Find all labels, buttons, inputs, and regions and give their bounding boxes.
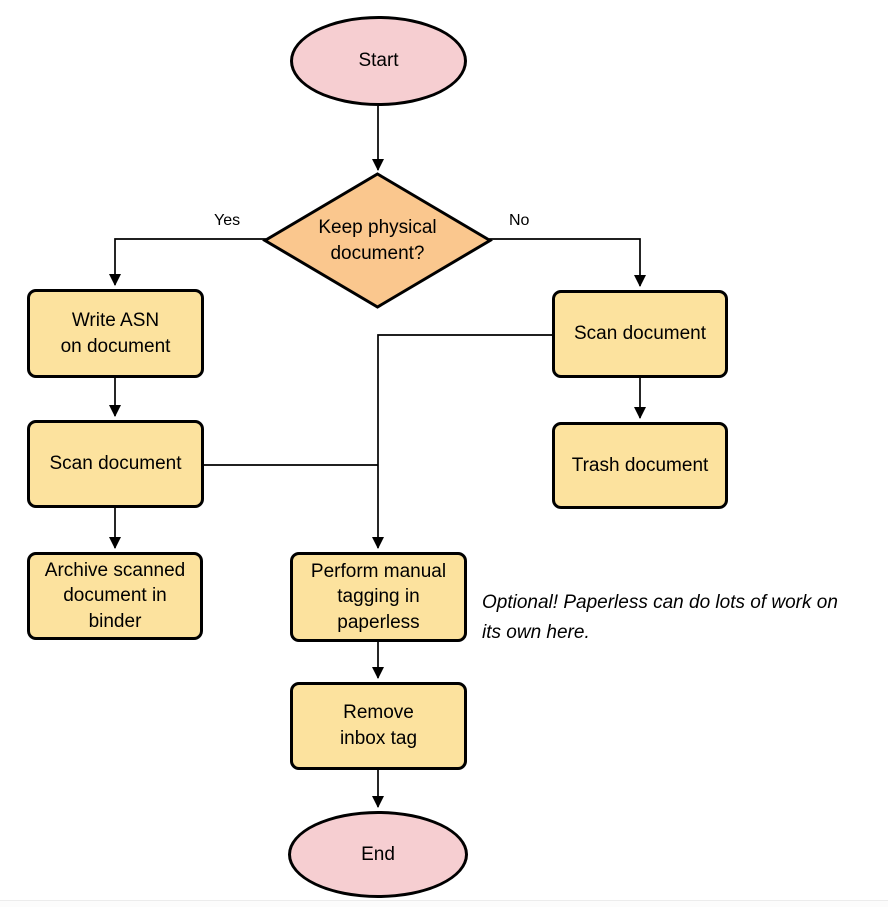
node-end-label: End	[361, 843, 395, 865]
node-archive-binder-label: Archive scanned document in binder	[44, 559, 186, 632]
node-start-label: Start	[358, 50, 399, 72]
node-write-asn: Write ASN on document	[27, 289, 204, 378]
node-remove-inbox-tag-label: Remove inbox tag	[339, 702, 418, 749]
edge-scanright-tagging	[372, 334, 552, 549]
node-trash-document: Trash document	[552, 422, 728, 509]
node-scan-document-left-label: Scan document	[49, 453, 182, 475]
diamond-shape	[262, 172, 493, 309]
node-scan-document-left: Scan document	[27, 420, 204, 508]
edge-decision-scanright	[489, 238, 646, 287]
edge-decision-writeasn	[109, 238, 266, 286]
node-scan-document-right-label: Scan document	[573, 323, 707, 345]
edge-label-no: No	[506, 212, 533, 230]
node-archive-binder: Archive scanned document in binder	[27, 552, 203, 640]
annotation-optional-note: Optional! Paperless can do lots of work …	[482, 592, 838, 644]
node-start: Start	[290, 16, 467, 106]
bottom-edge-divider	[0, 900, 888, 907]
edge-label-yes: Yes	[211, 212, 244, 230]
node-end: End	[288, 811, 468, 898]
node-manual-tagging: Perform manual tagging in paperless	[290, 552, 467, 642]
node-decision-label: Keep physical document?	[318, 216, 437, 264]
node-remove-inbox-tag: Remove inbox tag	[290, 682, 467, 770]
node-manual-tagging-label: Perform manual tagging in paperless	[310, 560, 447, 633]
node-decision: Keep physical document?	[262, 171, 493, 310]
node-write-asn-label: Write ASN on document	[60, 309, 171, 357]
node-scan-document-right: Scan document	[552, 290, 728, 378]
node-trash-document-label: Trash document	[571, 454, 709, 476]
